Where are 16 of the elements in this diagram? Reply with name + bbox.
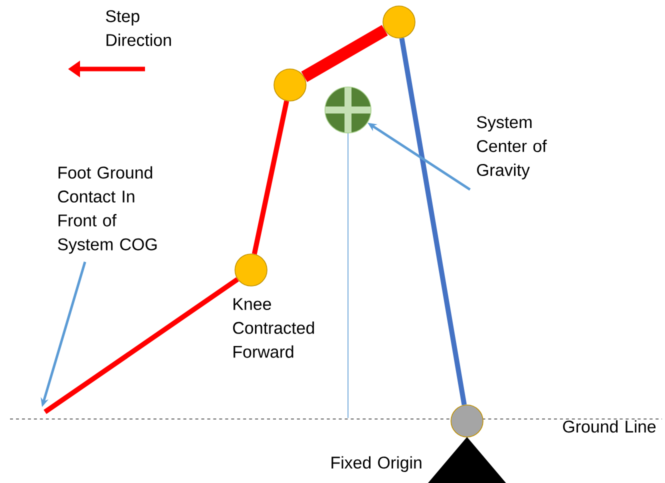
leg-link	[301, 25, 388, 82]
support-triangle	[428, 437, 506, 483]
joint-caption: Knee Contracted Forward	[233, 298, 314, 358]
joint-circle	[274, 68, 306, 102]
label-text: Ground Line	[563, 420, 656, 433]
label-text: Step Direction	[106, 10, 171, 46]
leg-link	[44, 277, 239, 414]
leg-link	[399, 38, 467, 406]
leg-link	[252, 100, 290, 254]
center-of-gravity-symbol	[324, 86, 372, 134]
label-text: Fixed Origin	[332, 456, 422, 472]
origin-joint-circle	[450, 404, 484, 438]
knee-joint-circle	[234, 254, 268, 286]
callout-text: Foot Ground Contact In Front of System COG	[58, 166, 157, 254]
callout-text: System Center of Gravity	[476, 116, 547, 180]
joint-circle	[382, 6, 416, 38]
